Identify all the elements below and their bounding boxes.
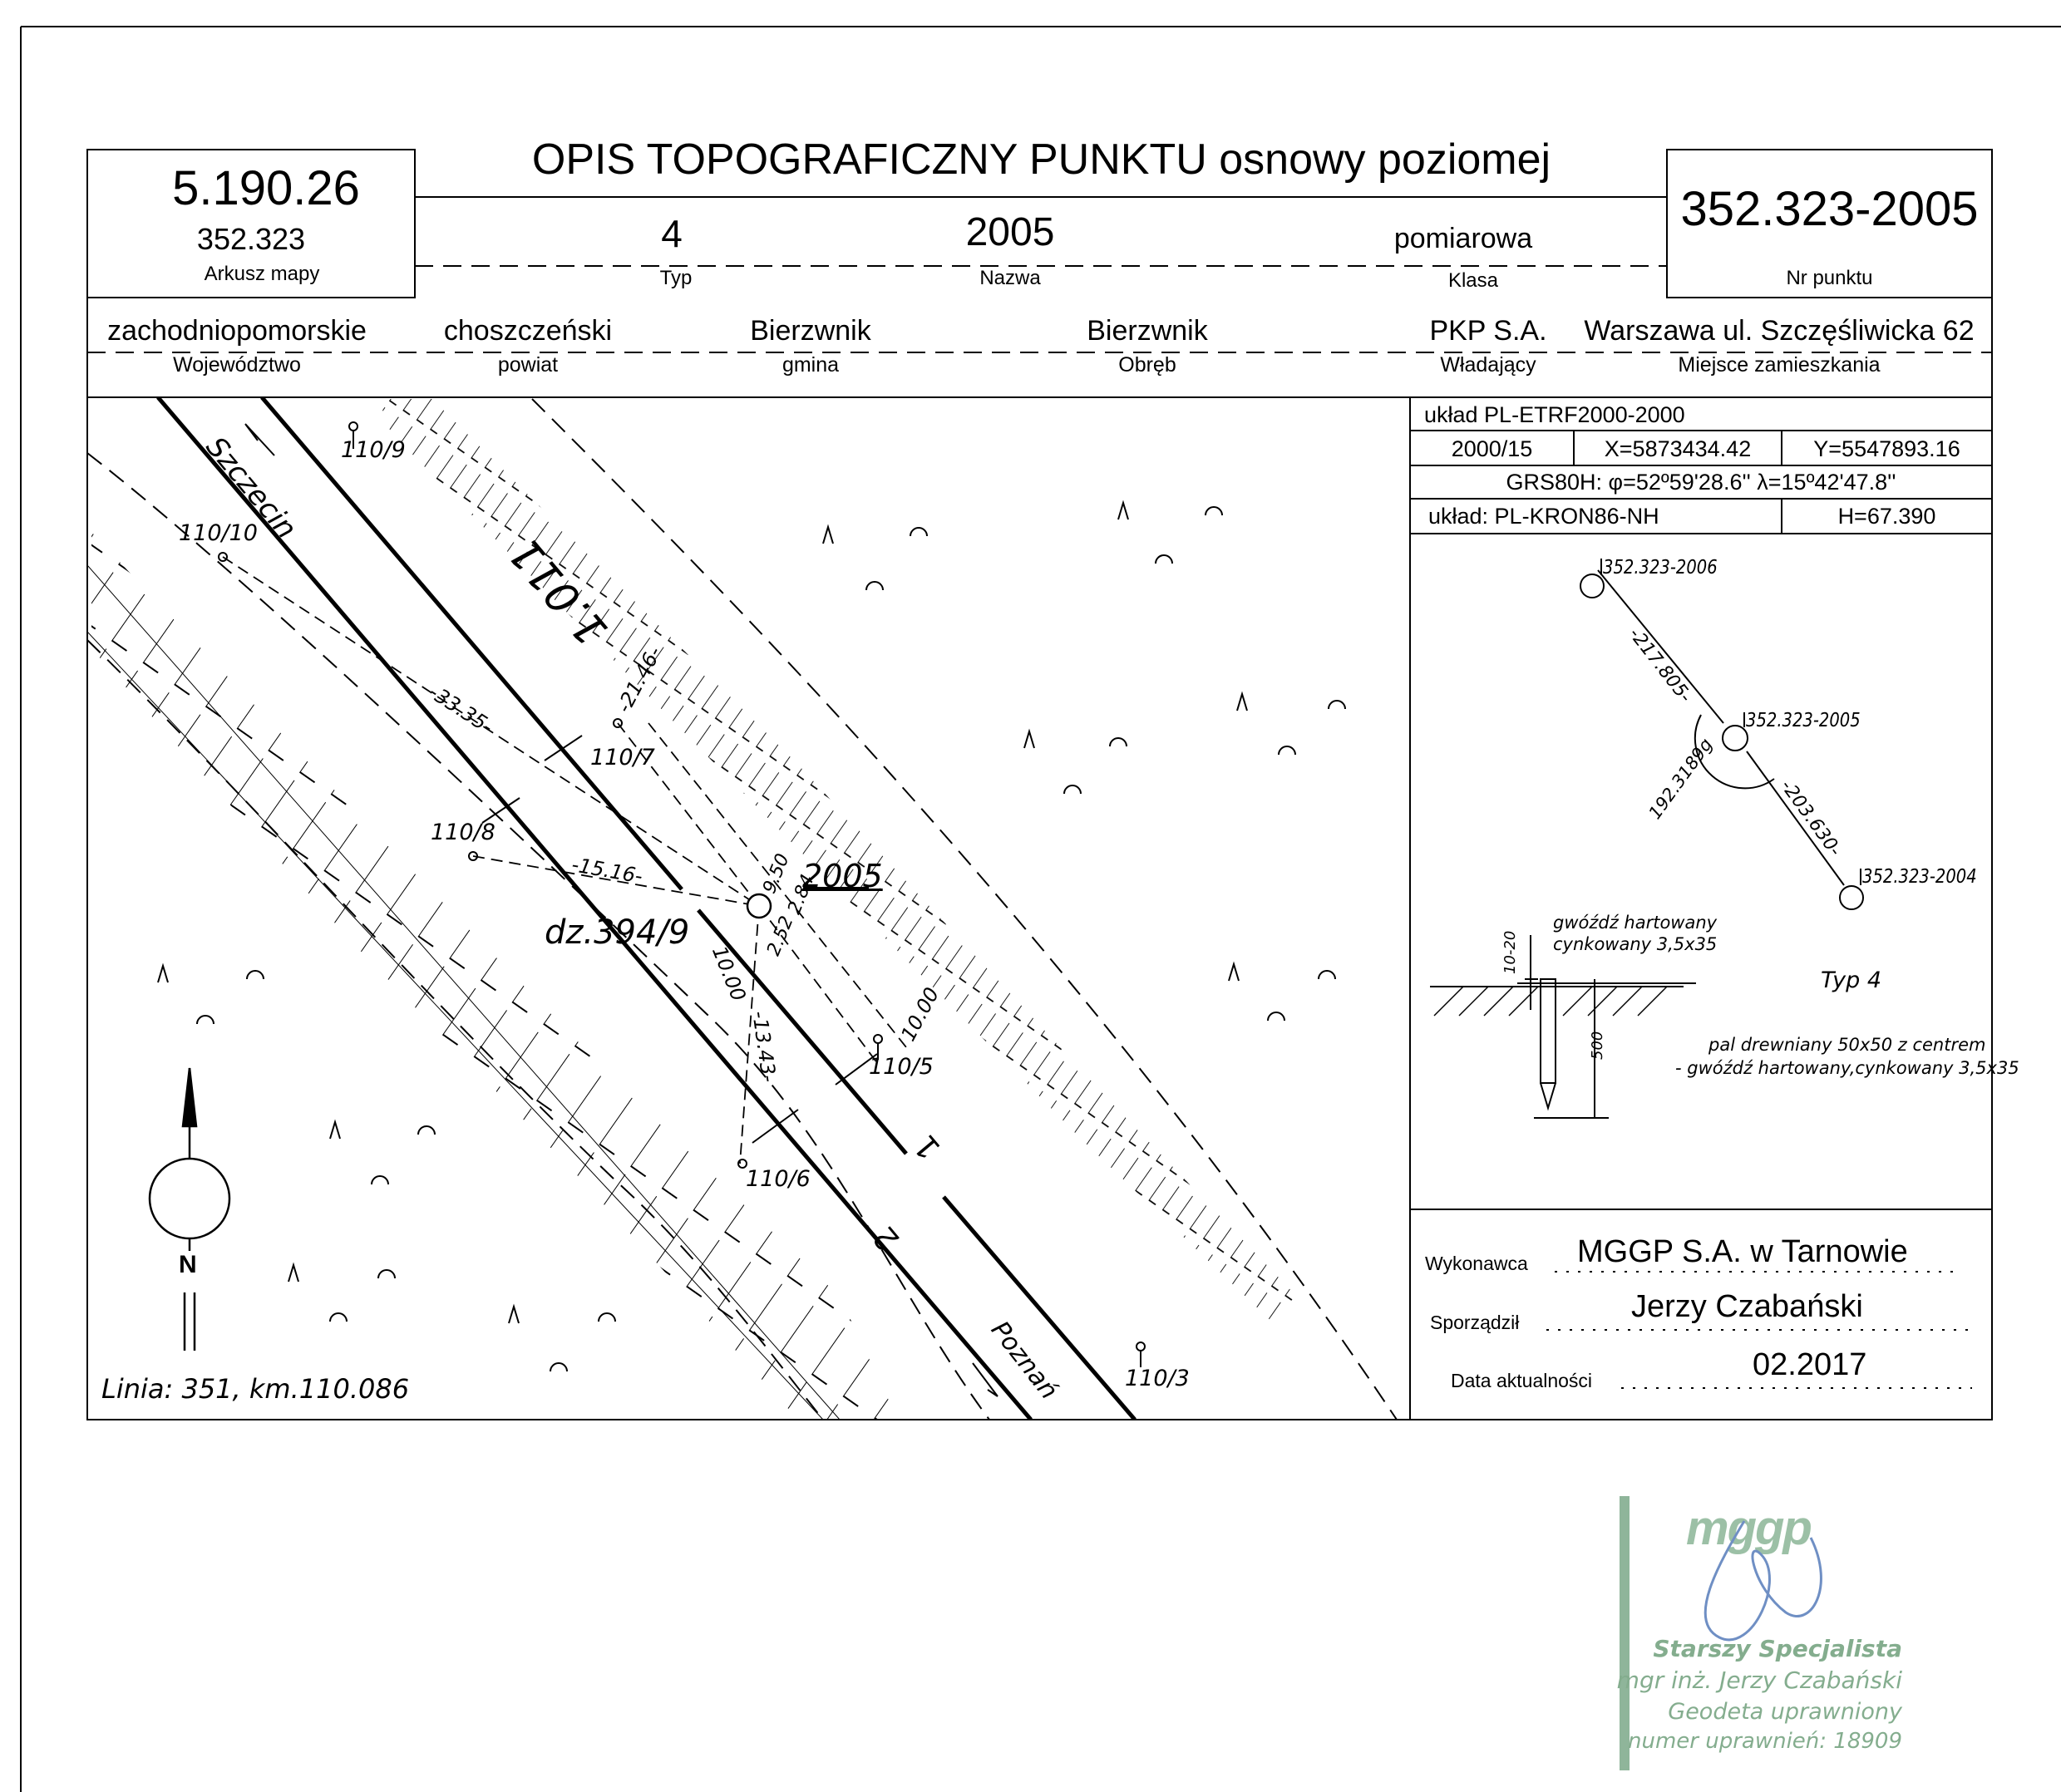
km-110-9: 110/9 bbox=[341, 437, 406, 463]
sketch-point-2004: 352.323-2004 bbox=[1862, 866, 1977, 888]
powiat-label: powiat bbox=[497, 353, 559, 377]
coord-grs: GRS80H: φ=52º59'28.6'' λ=15º42'47.8'' bbox=[1506, 470, 1896, 495]
stamp-line-1: Starszy Specjalista bbox=[1653, 1635, 1902, 1662]
stamp-line-3: Geodeta uprawniony bbox=[1668, 1699, 1902, 1725]
nazwa-label: Nazwa bbox=[979, 267, 1041, 289]
point-number-label: Nr punktu bbox=[1786, 267, 1873, 289]
km-110-10: 110/10 bbox=[179, 520, 258, 546]
sporzadzil-value: Jerzy Czabański bbox=[1631, 1289, 1863, 1324]
typ-label: Typ bbox=[659, 267, 693, 289]
signature-icon bbox=[1704, 1520, 1822, 1642]
stamp-bar bbox=[1620, 1496, 1630, 1770]
miejsce-value: Warszawa ul. Szczęśliwicka 62 bbox=[1584, 315, 1975, 347]
wojewodztwo-value: zachodniopomorskie bbox=[107, 315, 367, 347]
km-110-7: 110/7 bbox=[590, 745, 655, 770]
km-110-5: 110/5 bbox=[869, 1054, 934, 1080]
approval-stamp: mggp Starszy Specjalista mgr inż. Jerzy … bbox=[1616, 1488, 1902, 1770]
coord-y: Y=5547893.16 bbox=[1813, 436, 1960, 461]
wladajacy-value: PKP S.A. bbox=[1429, 315, 1547, 347]
map-sheet-label: Arkusz mapy bbox=[204, 263, 320, 285]
klasa-label: Klasa bbox=[1447, 269, 1499, 292]
wojewodztwo-label: Województwo bbox=[173, 353, 301, 377]
stamp-line-2: mgr inż. Jerzy Czabański bbox=[1616, 1666, 1902, 1694]
klasa-value: pomiarowa bbox=[1393, 223, 1533, 254]
coord-system: układ PL-ETRF2000-2000 bbox=[1424, 402, 1685, 427]
km-110-3: 110/3 bbox=[1125, 1366, 1190, 1391]
gmina-label: gmina bbox=[782, 353, 840, 377]
stamp-logo: mggp bbox=[1686, 1501, 1812, 1555]
north-label: N bbox=[179, 1251, 197, 1278]
coord-h: H=67.390 bbox=[1837, 504, 1936, 529]
typ-value: 4 bbox=[661, 212, 683, 255]
km-110-6: 110/6 bbox=[746, 1166, 811, 1192]
point-number-value: 352.323-2005 bbox=[1680, 182, 1979, 236]
line-info: Linia: 351, km.110.086 bbox=[101, 1373, 410, 1405]
sporzadzil-label: Sporządził bbox=[1430, 1312, 1520, 1333]
gmina-value: Bierzwnik bbox=[750, 315, 871, 347]
post-desc-1: pal drewniany 50x50 z centrem bbox=[1708, 1035, 1986, 1055]
coord-zone: 2000/15 bbox=[1451, 436, 1533, 461]
post-desc-2: - gwóźdź hartowany,cynkowany 3,5x35 bbox=[1675, 1058, 2019, 1078]
data-value: 02.2017 bbox=[1753, 1347, 1867, 1382]
wykonawca-value: MGGP S.A. w Tarnowie bbox=[1577, 1234, 1908, 1269]
point-label-2005: 2005 bbox=[802, 858, 883, 894]
obreb-value: Bierzwnik bbox=[1087, 315, 1208, 347]
stamp-line-4: numer uprawnień: 18909 bbox=[1627, 1729, 1902, 1754]
miejsce-label: Miejsce zamieszkania bbox=[1678, 353, 1881, 377]
form-title: OPIS TOPOGRAFICZNY PUNKTU osnowy poziome… bbox=[531, 135, 1551, 184]
obreb-label: Obręb bbox=[1118, 353, 1176, 377]
sheet-number: 5.190.26 bbox=[172, 161, 360, 215]
sketch-point-2006: 352.323-2006 bbox=[1603, 557, 1718, 578]
sketch-typ: Typ 4 bbox=[1821, 967, 1882, 993]
parcel-label: dz.394/9 bbox=[545, 913, 690, 952]
nazwa-value: 2005 bbox=[965, 210, 1055, 254]
powiat-value: choszczeński bbox=[443, 315, 613, 347]
coord-height-system: układ: PL-KRON86-NH bbox=[1428, 504, 1659, 529]
nail-label-1: gwóźdź hartowany bbox=[1553, 913, 1718, 933]
nail-label-2: cynkowany 3,5x35 bbox=[1553, 934, 1718, 954]
north-arrow-icon bbox=[148, 1067, 231, 1351]
wykonawca-label: Wykonawca bbox=[1425, 1253, 1528, 1274]
data-label: Data aktualności bbox=[1451, 1370, 1593, 1391]
sketch-point-2005: 352.323-2005 bbox=[1746, 710, 1861, 731]
wladajacy-label: Władający bbox=[1440, 353, 1536, 377]
km-110-8: 110/8 bbox=[431, 820, 496, 845]
coord-x: X=5873434.42 bbox=[1604, 436, 1752, 461]
map-sheet-value: 352.323 bbox=[196, 222, 306, 256]
